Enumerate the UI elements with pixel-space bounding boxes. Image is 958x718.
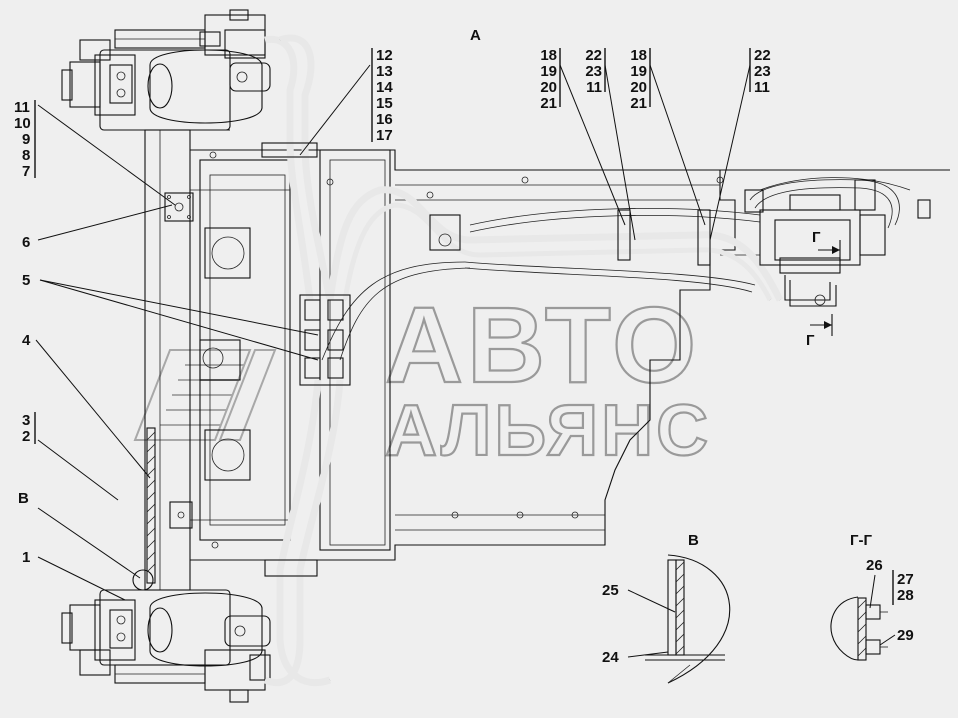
callout-a2-11: 11 (586, 79, 602, 96)
section-arrows (810, 240, 841, 336)
callout-a1-20: 20 (540, 79, 557, 96)
callout-16: 16 (376, 111, 393, 128)
callout-28: 28 (897, 587, 914, 604)
label-arrow-g-bottom: Г (806, 332, 815, 349)
callout-13: 13 (376, 63, 393, 80)
callout-a2-23: 23 (585, 63, 602, 80)
watermark-line1: АВТО (385, 284, 700, 405)
label-view-a: А (470, 27, 481, 44)
callout-a4-22: 22 (754, 47, 771, 64)
callout-a3-18: 18 (630, 47, 647, 64)
callout-a4-11: 11 (754, 79, 770, 96)
callout-29: 29 (897, 627, 914, 644)
watermark: АВТО АЛЬЯНС (133, 283, 711, 472)
callout-12: 12 (376, 47, 393, 64)
callout-9: 9 (22, 131, 30, 148)
labels: А В Г-Г Г Г В 11 10 9 8 7 6 5 4 3 2 1 12… (14, 27, 914, 666)
label-section-gg: Г-Г (850, 532, 872, 549)
detail-v-circle (132, 569, 154, 591)
callout-a1-19: 19 (540, 63, 557, 80)
central-couplings (299, 294, 351, 386)
leader-lines (35, 64, 896, 658)
chassis-frame (144, 129, 950, 591)
bottom-cylinder-assembly (61, 589, 271, 703)
callout-a3-21: 21 (630, 95, 647, 112)
callout-a3-19: 19 (630, 63, 647, 80)
callout-24: 24 (602, 649, 619, 666)
callout-25: 25 (602, 582, 619, 599)
callout-17: 17 (376, 127, 393, 144)
callout-11: 11 (14, 99, 30, 116)
top-cylinder-assembly (61, 9, 271, 131)
distributor-valve (744, 179, 931, 307)
label-leader-v: В (18, 490, 29, 507)
callout-15: 15 (376, 95, 393, 112)
callout-8: 8 (22, 147, 30, 164)
label-view-v: В (688, 532, 699, 549)
callout-7: 7 (22, 163, 30, 180)
callout-6: 6 (22, 234, 30, 251)
callout-27: 27 (897, 571, 914, 588)
callout-5: 5 (22, 272, 30, 289)
stack-bars (34, 48, 894, 605)
callout-3: 3 (22, 412, 30, 429)
callout-4: 4 (22, 332, 31, 349)
hoses (261, 34, 911, 687)
label-arrow-g-top: Г (812, 229, 821, 246)
section-g-g (830, 596, 888, 661)
watermark-line2: АЛЬЯНС (385, 391, 711, 471)
callout-a4-23: 23 (754, 63, 771, 80)
callout-a2-22: 22 (585, 47, 602, 64)
callout-a1-21: 21 (540, 95, 557, 112)
callout-a3-20: 20 (630, 79, 647, 96)
callout-a1-18: 18 (540, 47, 557, 64)
callout-26: 26 (866, 557, 883, 574)
callout-14: 14 (376, 79, 393, 96)
callout-10: 10 (14, 115, 31, 132)
callout-1: 1 (22, 549, 30, 566)
callout-2: 2 (22, 428, 30, 445)
detail-view-v (645, 554, 731, 684)
